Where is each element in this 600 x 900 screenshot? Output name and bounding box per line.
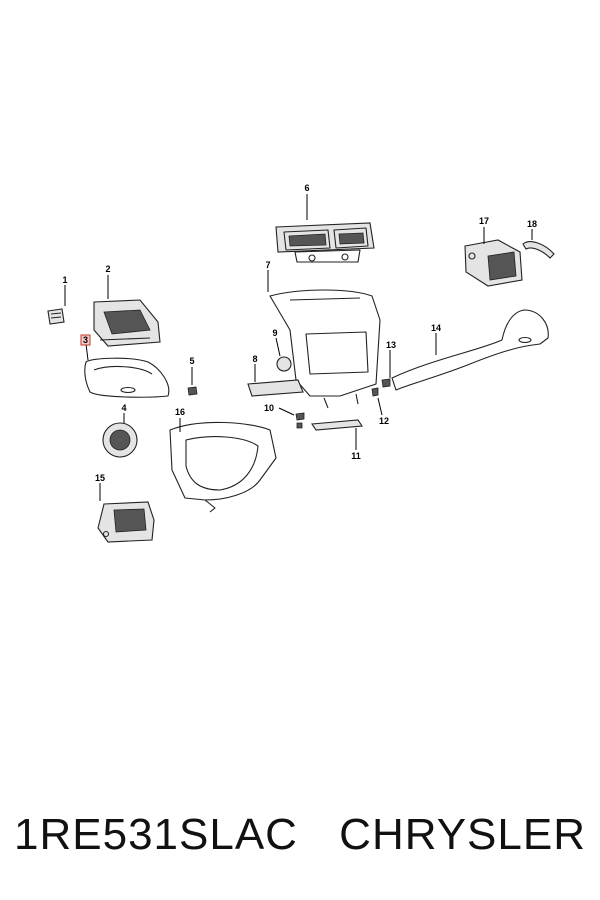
callout-4: 4 [121, 403, 126, 413]
part-18-trim-strip [522, 241, 555, 259]
callout-18: 18 [527, 219, 537, 229]
part-7-center-bezel [269, 289, 381, 409]
callout-7: 7 [265, 260, 270, 270]
brand-name: CHRYSLER [339, 810, 586, 859]
callout-3-highlight [80, 334, 91, 346]
callout-9: 9 [272, 328, 277, 338]
callout-5: 5 [189, 356, 194, 366]
callout-15: 15 [95, 473, 105, 483]
part-17-right-vent [464, 239, 523, 287]
callout-13: 13 [386, 340, 396, 350]
callout-labels: 6 17 18 1 2 3 7 14 13 8 9 5 4 16 10 12 1… [62, 183, 537, 483]
callout-17: 17 [479, 216, 489, 226]
leader-lines [64, 194, 533, 501]
part-14-right-trim [391, 309, 549, 391]
callout-1: 1 [62, 275, 67, 285]
part-6-center-vent [275, 222, 375, 263]
part-15-switch-bezel [97, 501, 155, 543]
callout-16: 16 [175, 407, 185, 417]
callout-11: 11 [351, 451, 361, 461]
part-5-clip [187, 386, 198, 396]
part-3-left-bezel [84, 357, 170, 398]
parts-diagram: 6 17 18 1 2 3 7 14 13 8 9 5 4 16 10 12 1… [47, 183, 555, 543]
part-13-clip [381, 378, 391, 388]
part-16-cluster-bezel [169, 421, 277, 513]
callout-2: 2 [105, 264, 110, 274]
part-8-trim [247, 379, 304, 397]
callout-12: 12 [379, 416, 389, 426]
callout-3: 3 [83, 335, 88, 345]
part-11-lower-trim [311, 419, 363, 431]
caption-bar: 1RE531SLAC CHRYSLER [0, 800, 600, 870]
part-9-knob [276, 356, 292, 372]
part-10-clip [295, 412, 305, 429]
callout-14: 14 [431, 323, 441, 333]
part-number: 1RE531SLAC [14, 810, 298, 859]
callout-8: 8 [252, 354, 257, 364]
part-4-round-vent [102, 422, 138, 458]
callout-10: 10 [264, 403, 274, 413]
callout-6: 6 [304, 183, 309, 193]
part-12-clip [371, 387, 379, 397]
part-2-left-vent [93, 299, 161, 347]
part-1-vent-blade [47, 308, 65, 325]
